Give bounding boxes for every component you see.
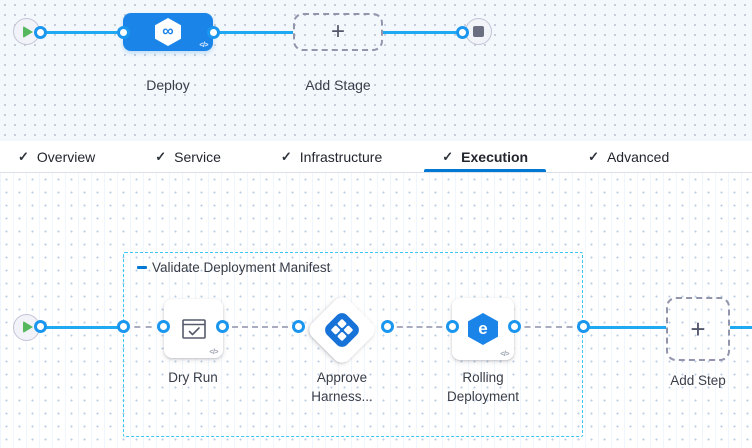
connector-dot[interactable] — [507, 319, 521, 333]
connector-dot[interactable] — [215, 319, 229, 333]
tab-overview[interactable]: ✓ Overview — [0, 141, 113, 172]
code-icon[interactable]: </> — [500, 351, 509, 358]
connector-dot[interactable] — [206, 25, 220, 39]
connector-dot[interactable] — [116, 25, 130, 39]
step-label: Dry Run — [168, 370, 218, 385]
flow-line-dashed — [387, 326, 452, 328]
connector-dot[interactable] — [380, 319, 394, 333]
stop-icon — [473, 26, 484, 37]
connector-dot[interactable] — [455, 25, 469, 39]
check-icon: ✓ — [588, 148, 599, 164]
pipeline-end-node[interactable] — [465, 18, 492, 45]
add-stage-label: Add Stage — [305, 77, 371, 93]
add-step-label: Add Step — [670, 373, 726, 388]
play-icon — [23, 321, 33, 333]
step-node-rolling-deployment[interactable]: e </> — [452, 298, 514, 360]
add-step-button[interactable]: + — [666, 297, 730, 361]
flow-line — [730, 325, 752, 329]
flow-line — [583, 325, 666, 329]
check-icon: ✓ — [280, 148, 292, 164]
rolling-e-glyph: e — [478, 319, 488, 338]
approval-diamond-icon — [325, 313, 359, 347]
connector-dot[interactable] — [291, 319, 305, 333]
stage-config-tabbar: ✓ Overview ✓ Service ✓ Infrastructure ✓ … — [0, 141, 752, 173]
connector-dot[interactable] — [33, 319, 47, 333]
tab-label: Execution — [461, 148, 529, 165]
flow-line-dashed — [514, 326, 583, 328]
step-label: Rolling Deployment — [446, 370, 520, 404]
play-icon — [23, 25, 33, 38]
collapse-icon[interactable] — [137, 266, 147, 269]
connector-dot[interactable] — [576, 319, 590, 333]
check-icon: ✓ — [18, 148, 29, 164]
step-node-dry-run[interactable]: </> — [164, 299, 223, 358]
flow-line-dashed — [123, 326, 163, 328]
harness-cd-hexagon-icon: ∞ — [155, 18, 181, 46]
add-stage-button[interactable]: + — [293, 13, 383, 51]
tab-execution[interactable]: ✓ Execution — [424, 141, 547, 172]
connector-dot[interactable] — [445, 319, 459, 333]
step-node-approve[interactable] — [305, 293, 379, 367]
execution-graph-canvas: Validate Deployment Manifest </> Dry Run — [0, 173, 752, 448]
tab-infrastructure[interactable]: ✓ Infrastructure — [263, 141, 400, 172]
connector-dot[interactable] — [116, 319, 130, 333]
tab-service[interactable]: ✓ Service — [137, 141, 239, 172]
active-tab-underline — [424, 169, 547, 172]
infinity-glyph: ∞ — [162, 23, 174, 40]
step-label: Approve Harness... — [311, 370, 373, 404]
connector-dot[interactable] — [33, 25, 47, 39]
rolling-deployment-hexagon-icon: e — [468, 313, 498, 345]
plus-icon: + — [690, 314, 706, 344]
check-icon: ✓ — [442, 148, 454, 164]
plus-icon: + — [330, 18, 345, 45]
flow-line — [383, 30, 462, 34]
stage-label: Deploy — [146, 77, 190, 93]
tab-label: Overview — [36, 148, 96, 165]
dry-run-window-check-icon — [181, 318, 206, 339]
flow-line — [40, 325, 123, 329]
connector-dot[interactable] — [156, 319, 170, 333]
tab-label: Advanced — [606, 148, 670, 165]
tab-label: Infrastructure — [299, 148, 383, 165]
step-group-validate-deployment-manifest[interactable]: Validate Deployment Manifest — [123, 252, 583, 437]
stage-graph-canvas: ∞ </> Deploy + Add Stage — [0, 0, 752, 141]
code-icon[interactable]: </> — [199, 42, 208, 49]
flow-line — [40, 30, 123, 34]
stage-node-deploy[interactable]: ∞ </> — [123, 13, 213, 51]
step-group-label: Validate Deployment Manifest — [152, 260, 331, 275]
tab-label: Service — [174, 148, 221, 165]
flow-line-dashed — [222, 326, 298, 328]
code-icon[interactable]: </> — [209, 349, 218, 356]
tab-advanced[interactable]: ✓ Advanced — [570, 141, 687, 172]
flow-line — [213, 30, 293, 34]
check-icon: ✓ — [155, 148, 167, 164]
step-group-header[interactable]: Validate Deployment Manifest — [137, 260, 330, 275]
